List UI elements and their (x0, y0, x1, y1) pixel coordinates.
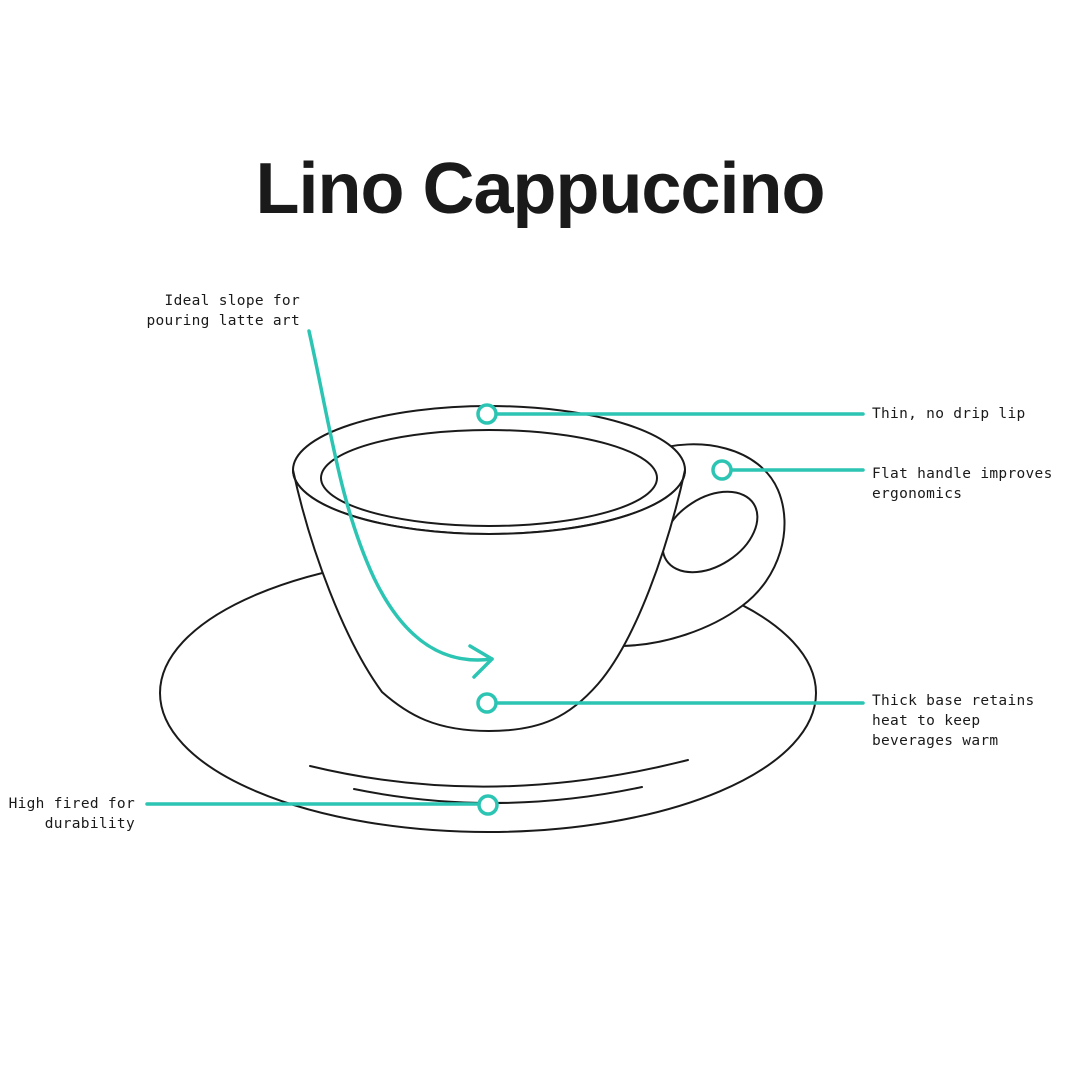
annotation-high-fired: High fired for durability (8, 796, 135, 832)
marker-flat-handle-icon (711, 459, 733, 481)
annotation-ideal-slope: Ideal slope for pouring latte art (146, 293, 300, 329)
slope-arrowhead-icon (468, 644, 494, 679)
slope-arrow-curve (307, 329, 494, 662)
annotation-thin-lip: Thin, no drip lip (872, 406, 1026, 422)
cup-rim-inner (320, 429, 658, 527)
marker-high-fired-icon (477, 794, 499, 816)
annotation-thick-base: Thick base retains heat to keep beverage… (872, 693, 1035, 749)
saucer-well-arc-outer (309, 759, 689, 788)
handle-hole (661, 490, 759, 574)
marker-thin-lip-icon (476, 403, 498, 425)
cup-body (292, 469, 686, 732)
page-title: Lino Cappuccino (255, 149, 826, 229)
saucer-well-arc-inner (353, 786, 643, 804)
marker-thick-base-icon (476, 692, 498, 714)
annotation-flat-handle: Flat handle improves ergonomics (872, 466, 1053, 502)
